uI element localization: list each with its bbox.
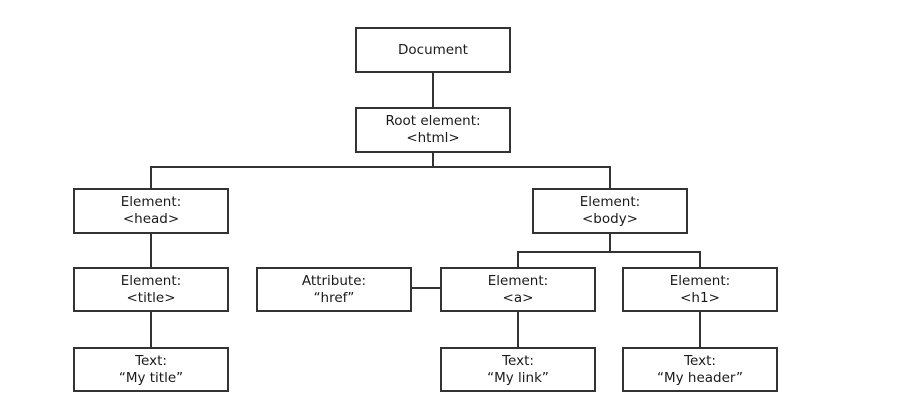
node-label: Element: [120,194,182,210]
node-document: Document [355,27,511,73]
node-value: “My link” [487,369,549,386]
connector-bus-body [609,166,611,188]
node-label: Attribute: [301,272,367,289]
node-attribute-href: Attribute: “href” [256,267,412,312]
node-label: Element: [120,272,182,289]
node-element-title: Element: <title> [73,267,229,312]
node-label: Text: [684,352,716,369]
connector-body-stem [609,234,611,253]
node-root-element-html: Root element: <html> [355,107,511,153]
node-element-a: Element: <a> [440,267,596,312]
node-text-my-header: Text: “My header” [622,347,778,392]
node-value: <html> [406,130,460,146]
node-label: Text: [135,352,167,369]
node-element-head: Element: <head> [73,188,229,234]
connector-root-bus [150,166,611,168]
node-label: Document [398,41,468,58]
node-value: “My header” [656,369,744,386]
connector-bus-h1 [699,251,701,267]
connector-document-root [432,73,434,107]
connector-head-title [150,234,152,267]
node-label: Element: [579,194,641,210]
connector-title-text [150,312,152,347]
node-text-my-title: Text: “My title” [73,347,229,392]
connector-href-a [412,287,440,289]
node-value: “href” [313,289,355,306]
node-text-my-link: Text: “My link” [440,347,596,392]
node-label: Text: [502,352,534,369]
node-label: Element: [487,272,549,289]
node-element-body: Element: <body> [532,188,688,234]
node-label: Element: [669,272,731,289]
connector-body-bus [517,251,701,253]
connector-a-text [517,312,519,347]
connector-bus-a [517,251,519,267]
node-value: <title> [126,289,176,306]
node-value: <head> [122,211,180,227]
connector-root-stem [432,153,434,168]
node-value: <a> [502,289,534,306]
node-value: <h1> [680,289,720,306]
node-value: “My title” [118,369,184,386]
connector-bus-head [150,166,152,188]
node-element-h1: Element: <h1> [622,267,778,312]
node-value: <body> [581,211,638,227]
node-label: Root element: [385,113,481,129]
connector-h1-text [699,312,701,347]
